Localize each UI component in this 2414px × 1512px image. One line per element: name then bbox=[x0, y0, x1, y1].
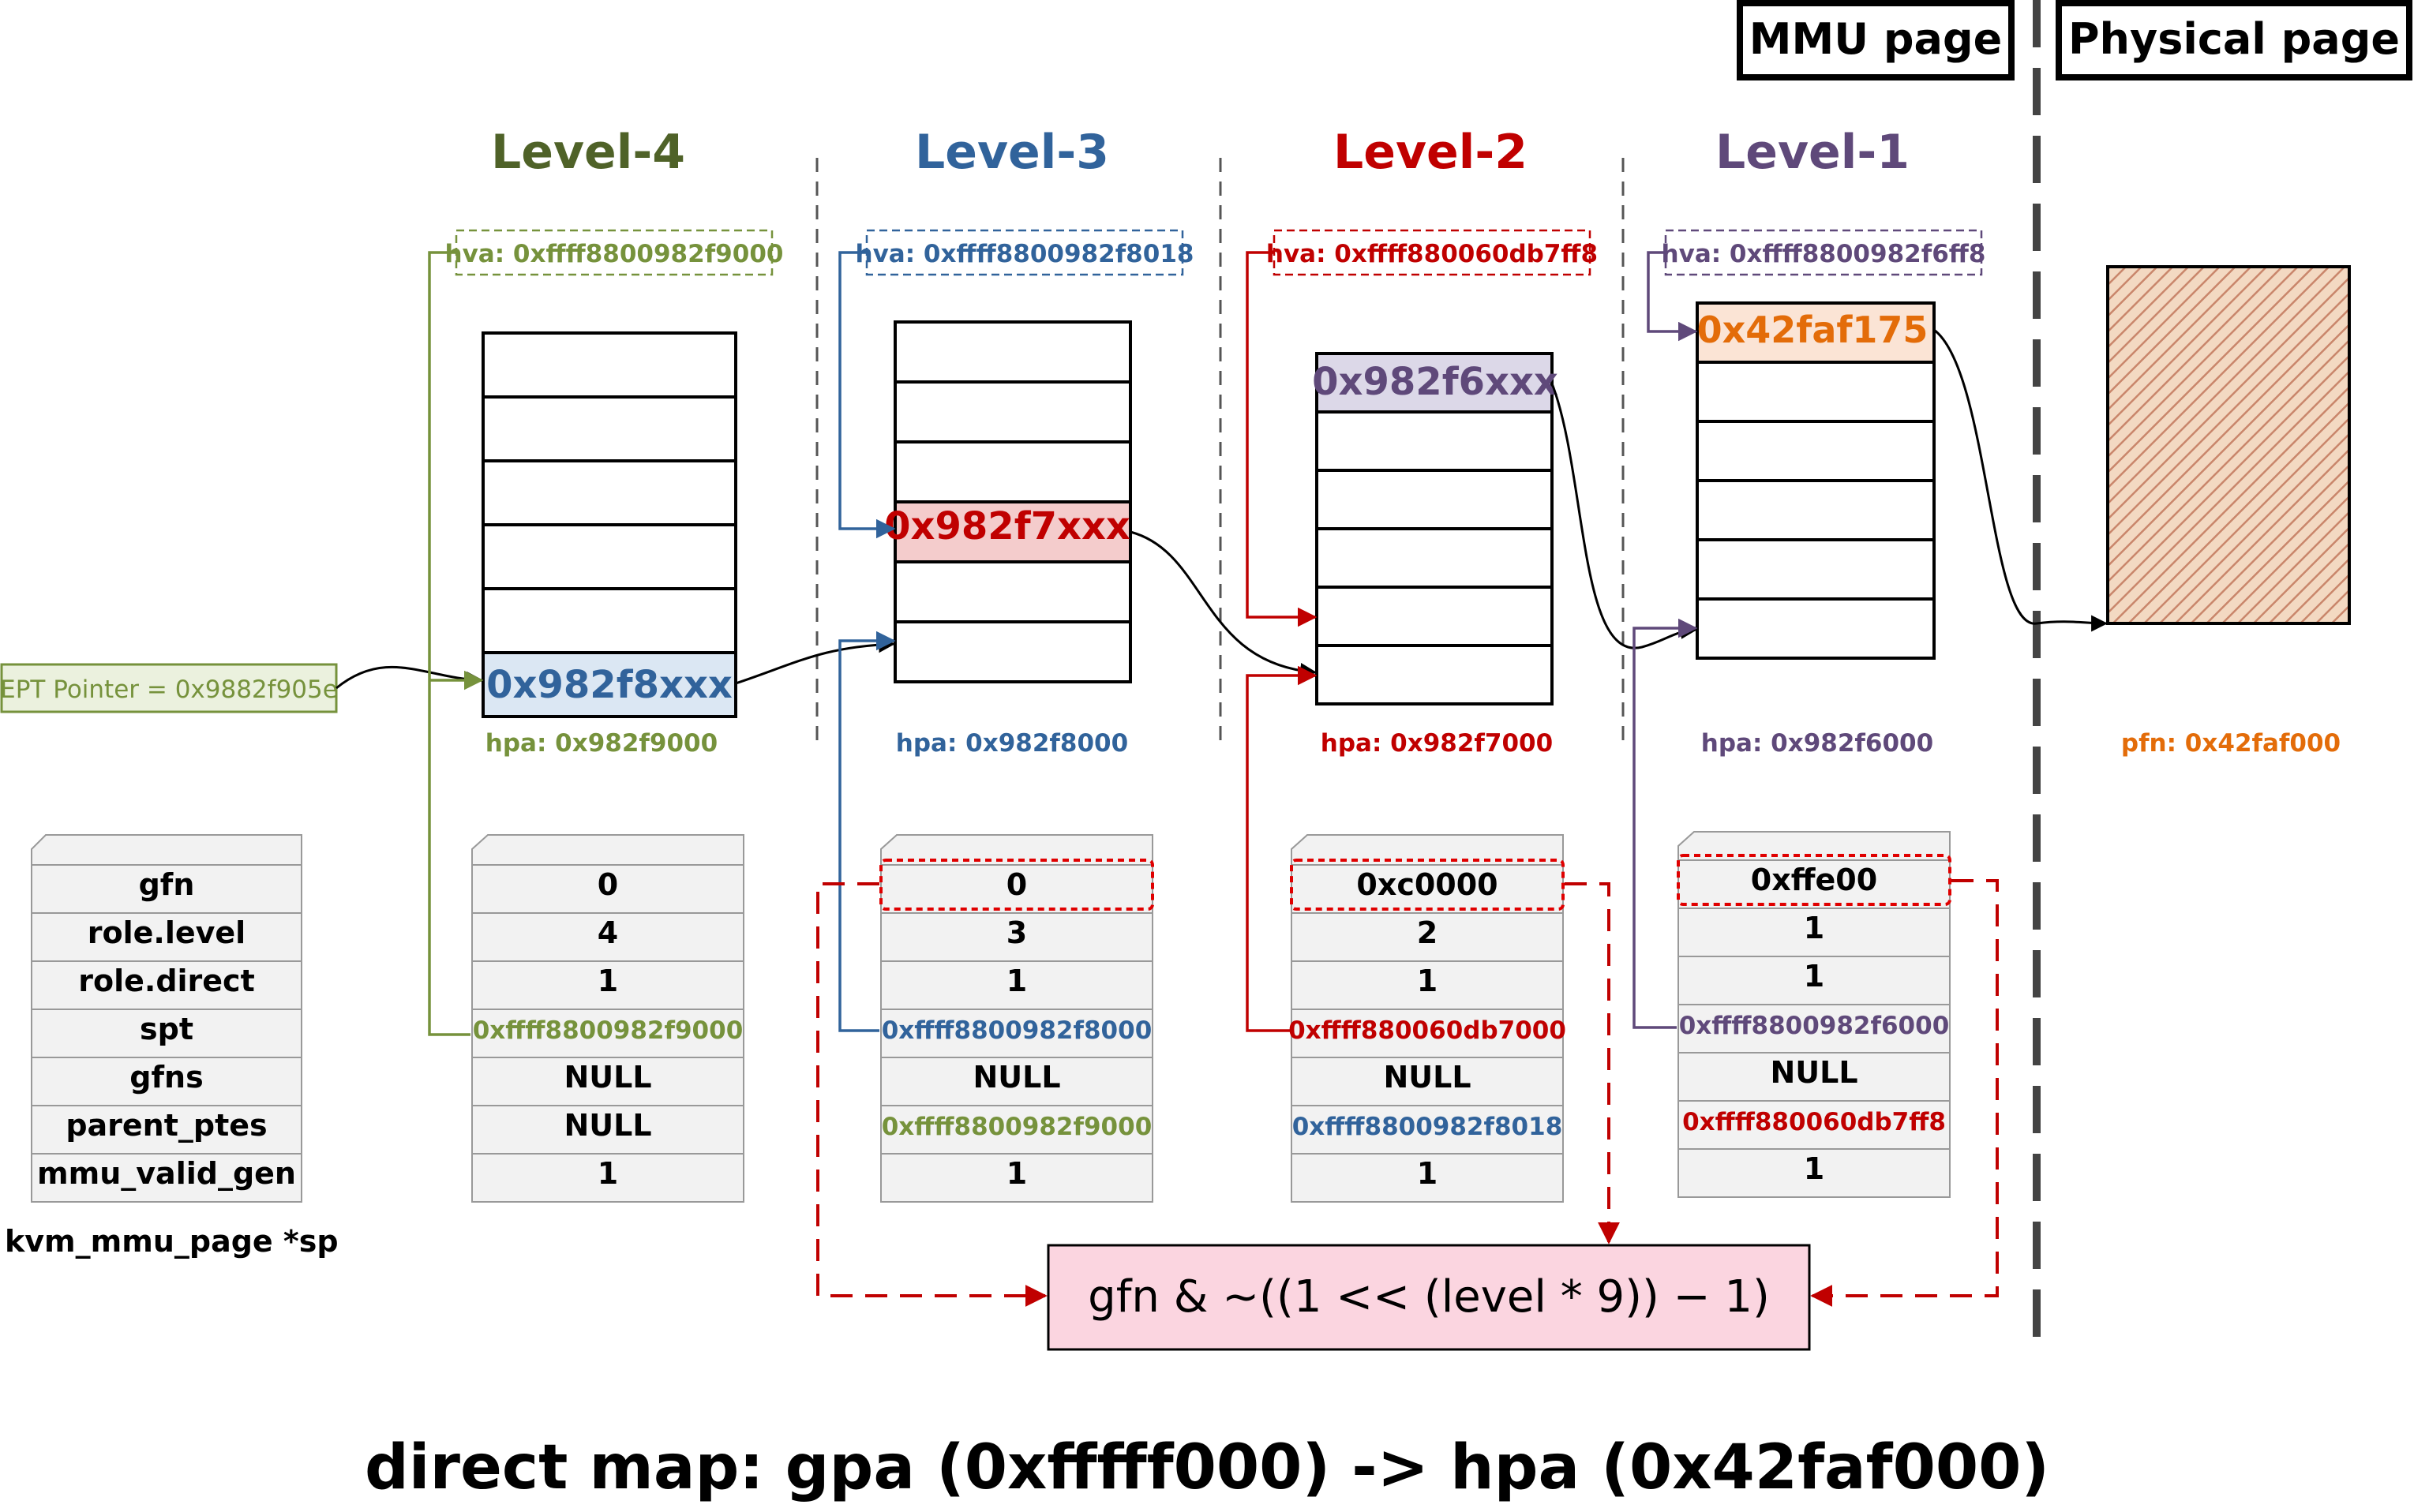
level-3-entry: 0x982f7xxx bbox=[884, 504, 1130, 548]
level-4-sp-direct: 1 bbox=[598, 964, 618, 998]
level-1-sp-valid-gen: 1 bbox=[1804, 1151, 1824, 1186]
level-4-sp-parent-ptes: NULL bbox=[564, 1108, 651, 1143]
level-4-hva: hva: 0xffff8800982f9000 bbox=[445, 240, 784, 268]
level-2-sp-direct: 1 bbox=[1417, 964, 1438, 998]
level-2-to-level-1-arrow bbox=[1550, 383, 1698, 649]
level-1-gfn-to-formula bbox=[1810, 879, 1999, 1307]
level-3-gfn-highlight bbox=[879, 859, 1154, 911]
ept-pointer-arrow bbox=[335, 665, 484, 690]
level-2-sp-spt: 0xffff880060db7000 bbox=[1288, 1016, 1566, 1045]
level-1-page-table bbox=[1696, 301, 1936, 660]
level-3-hpa: hpa: 0x982f8000 bbox=[896, 729, 1128, 758]
level-3-sp-gfns: NULL bbox=[973, 1060, 1060, 1095]
level-3-sp-level: 3 bbox=[1006, 915, 1027, 950]
level-3-spt-connector bbox=[838, 631, 896, 1032]
struct-fields-table bbox=[31, 834, 302, 1203]
field-role-direct: role.direct bbox=[78, 964, 255, 998]
level-3-sp-valid-gen: 1 bbox=[1006, 1156, 1027, 1191]
level-3-sp-direct: 1 bbox=[1006, 964, 1027, 998]
struct-name: kvm_mmu_page *sp bbox=[5, 1224, 339, 1259]
level-2-entry: 0x982f6xxx bbox=[1312, 360, 1558, 404]
level-1-sp-level: 1 bbox=[1804, 911, 1824, 945]
field-mmu-valid-gen: mmu_valid_gen bbox=[37, 1156, 296, 1191]
level-4-title: Level-4 bbox=[491, 125, 685, 180]
level-1-spt-connector bbox=[1632, 618, 1698, 1029]
level-2-sp-parent-ptes: 0xffff8800982f8018 bbox=[1292, 1113, 1563, 1141]
level-2-hva: hva: 0xffff880060db7ff8 bbox=[1266, 240, 1598, 268]
field-parent-ptes: parent_ptes bbox=[66, 1108, 267, 1143]
physical-page-pfn: pfn: 0x42faf000 bbox=[2121, 729, 2341, 758]
field-spt: spt bbox=[140, 1012, 193, 1046]
field-role-level: role.level bbox=[88, 915, 246, 950]
level-2-hpa: hpa: 0x982f7000 bbox=[1321, 729, 1553, 758]
field-gfn: gfn bbox=[139, 867, 195, 902]
level-1-hpa: hpa: 0x982f6000 bbox=[1701, 729, 1933, 758]
level-3-page-table bbox=[894, 320, 1132, 683]
physical-page-header: Physical page bbox=[2068, 14, 2400, 64]
level-2-spt-connector bbox=[1246, 665, 1318, 1032]
level-4-hva-box bbox=[455, 229, 774, 276]
formula-box bbox=[1047, 1244, 1811, 1351]
physical-page-header-box bbox=[2056, 0, 2412, 80]
level-1-hva: hva: 0xffff8800982f6ff8 bbox=[1662, 240, 1986, 268]
level-1-entry: 0x42faf175 bbox=[1697, 309, 1929, 351]
level-3-hva-connector bbox=[838, 251, 896, 539]
level-2-sp-gfns: NULL bbox=[1383, 1060, 1471, 1095]
level-1-hva-connector bbox=[1647, 251, 1698, 342]
level-4-hpa: hpa: 0x982f9000 bbox=[485, 729, 718, 758]
formula: gfn & ~((1 << (level * 9)) − 1) bbox=[1088, 1271, 1770, 1323]
level-2-title: Level-2 bbox=[1333, 125, 1527, 180]
level-3-hva: hva: 0xffff8800982f8018 bbox=[856, 240, 1194, 268]
level-1-sp-direct: 1 bbox=[1804, 959, 1824, 994]
level-2-gfn-to-formula bbox=[1565, 882, 1620, 1244]
level-2-sp-valid-gen: 1 bbox=[1417, 1156, 1438, 1191]
mmu-page-header: MMU page bbox=[1749, 14, 2003, 64]
level-2-sp-level: 2 bbox=[1417, 915, 1438, 950]
field-gfns: gfns bbox=[129, 1060, 203, 1095]
level-1-to-physical-arrow bbox=[1933, 328, 2109, 632]
level-1-sp-gfn: 0xffe00 bbox=[1751, 863, 1877, 897]
mmu-page-header-box bbox=[1737, 0, 2015, 80]
level-4-sp-table bbox=[471, 834, 744, 1203]
level-2-sp-table bbox=[1291, 834, 1564, 1203]
diagram-caption: direct map: gpa (0xfffff000) -> hpa (0x4… bbox=[365, 1432, 2049, 1503]
level-1-sp-parent-ptes: 0xffff880060db7ff8 bbox=[1682, 1108, 1946, 1136]
level-3-sp-table bbox=[880, 834, 1153, 1203]
level-1-gfn-highlight bbox=[1677, 854, 1951, 906]
level-1-sp-spt: 0xffff8800982f6000 bbox=[1679, 1012, 1950, 1040]
level-2-hva-box bbox=[1273, 229, 1591, 276]
level-4-entry: 0x982f8xxx bbox=[486, 663, 733, 707]
level-2-gfn-highlight bbox=[1290, 859, 1565, 911]
level-1-hva-box bbox=[1664, 229, 1983, 276]
level-3-sp-gfn: 0 bbox=[1006, 867, 1027, 902]
level-2-page-table bbox=[1315, 352, 1554, 705]
level-4-to-level-3-arrow bbox=[735, 636, 896, 685]
ept-pointer: EPT Pointer = 0x9882f905e bbox=[0, 676, 338, 704]
level-4-hva-connector bbox=[428, 251, 470, 1036]
physical-page bbox=[2106, 265, 2351, 625]
level-2-hva-connector bbox=[1246, 251, 1318, 627]
level-3-title: Level-3 bbox=[915, 125, 1109, 180]
level-4-sp-level: 4 bbox=[598, 915, 618, 950]
level-3-sp-spt: 0xffff8800982f8000 bbox=[882, 1016, 1153, 1045]
level-3-sp-parent-ptes: 0xffff8800982f9000 bbox=[882, 1113, 1153, 1141]
level-2-sp-gfn: 0xc0000 bbox=[1356, 867, 1498, 902]
level-4-sp-gfns: NULL bbox=[564, 1060, 651, 1095]
level-1-title: Level-1 bbox=[1715, 125, 1910, 180]
level-3-hva-box bbox=[865, 229, 1184, 276]
level-4-page-table bbox=[482, 331, 737, 718]
level-4-sp-gfn: 0 bbox=[598, 867, 618, 902]
level-1-sp-table bbox=[1677, 831, 1951, 1198]
level-1-sp-gfns: NULL bbox=[1770, 1055, 1857, 1090]
level-4-sp-valid-gen: 1 bbox=[598, 1156, 618, 1191]
level-4-sp-spt: 0xffff8800982f9000 bbox=[473, 1016, 744, 1045]
level-3-to-level-2-arrow bbox=[1130, 530, 1318, 679]
